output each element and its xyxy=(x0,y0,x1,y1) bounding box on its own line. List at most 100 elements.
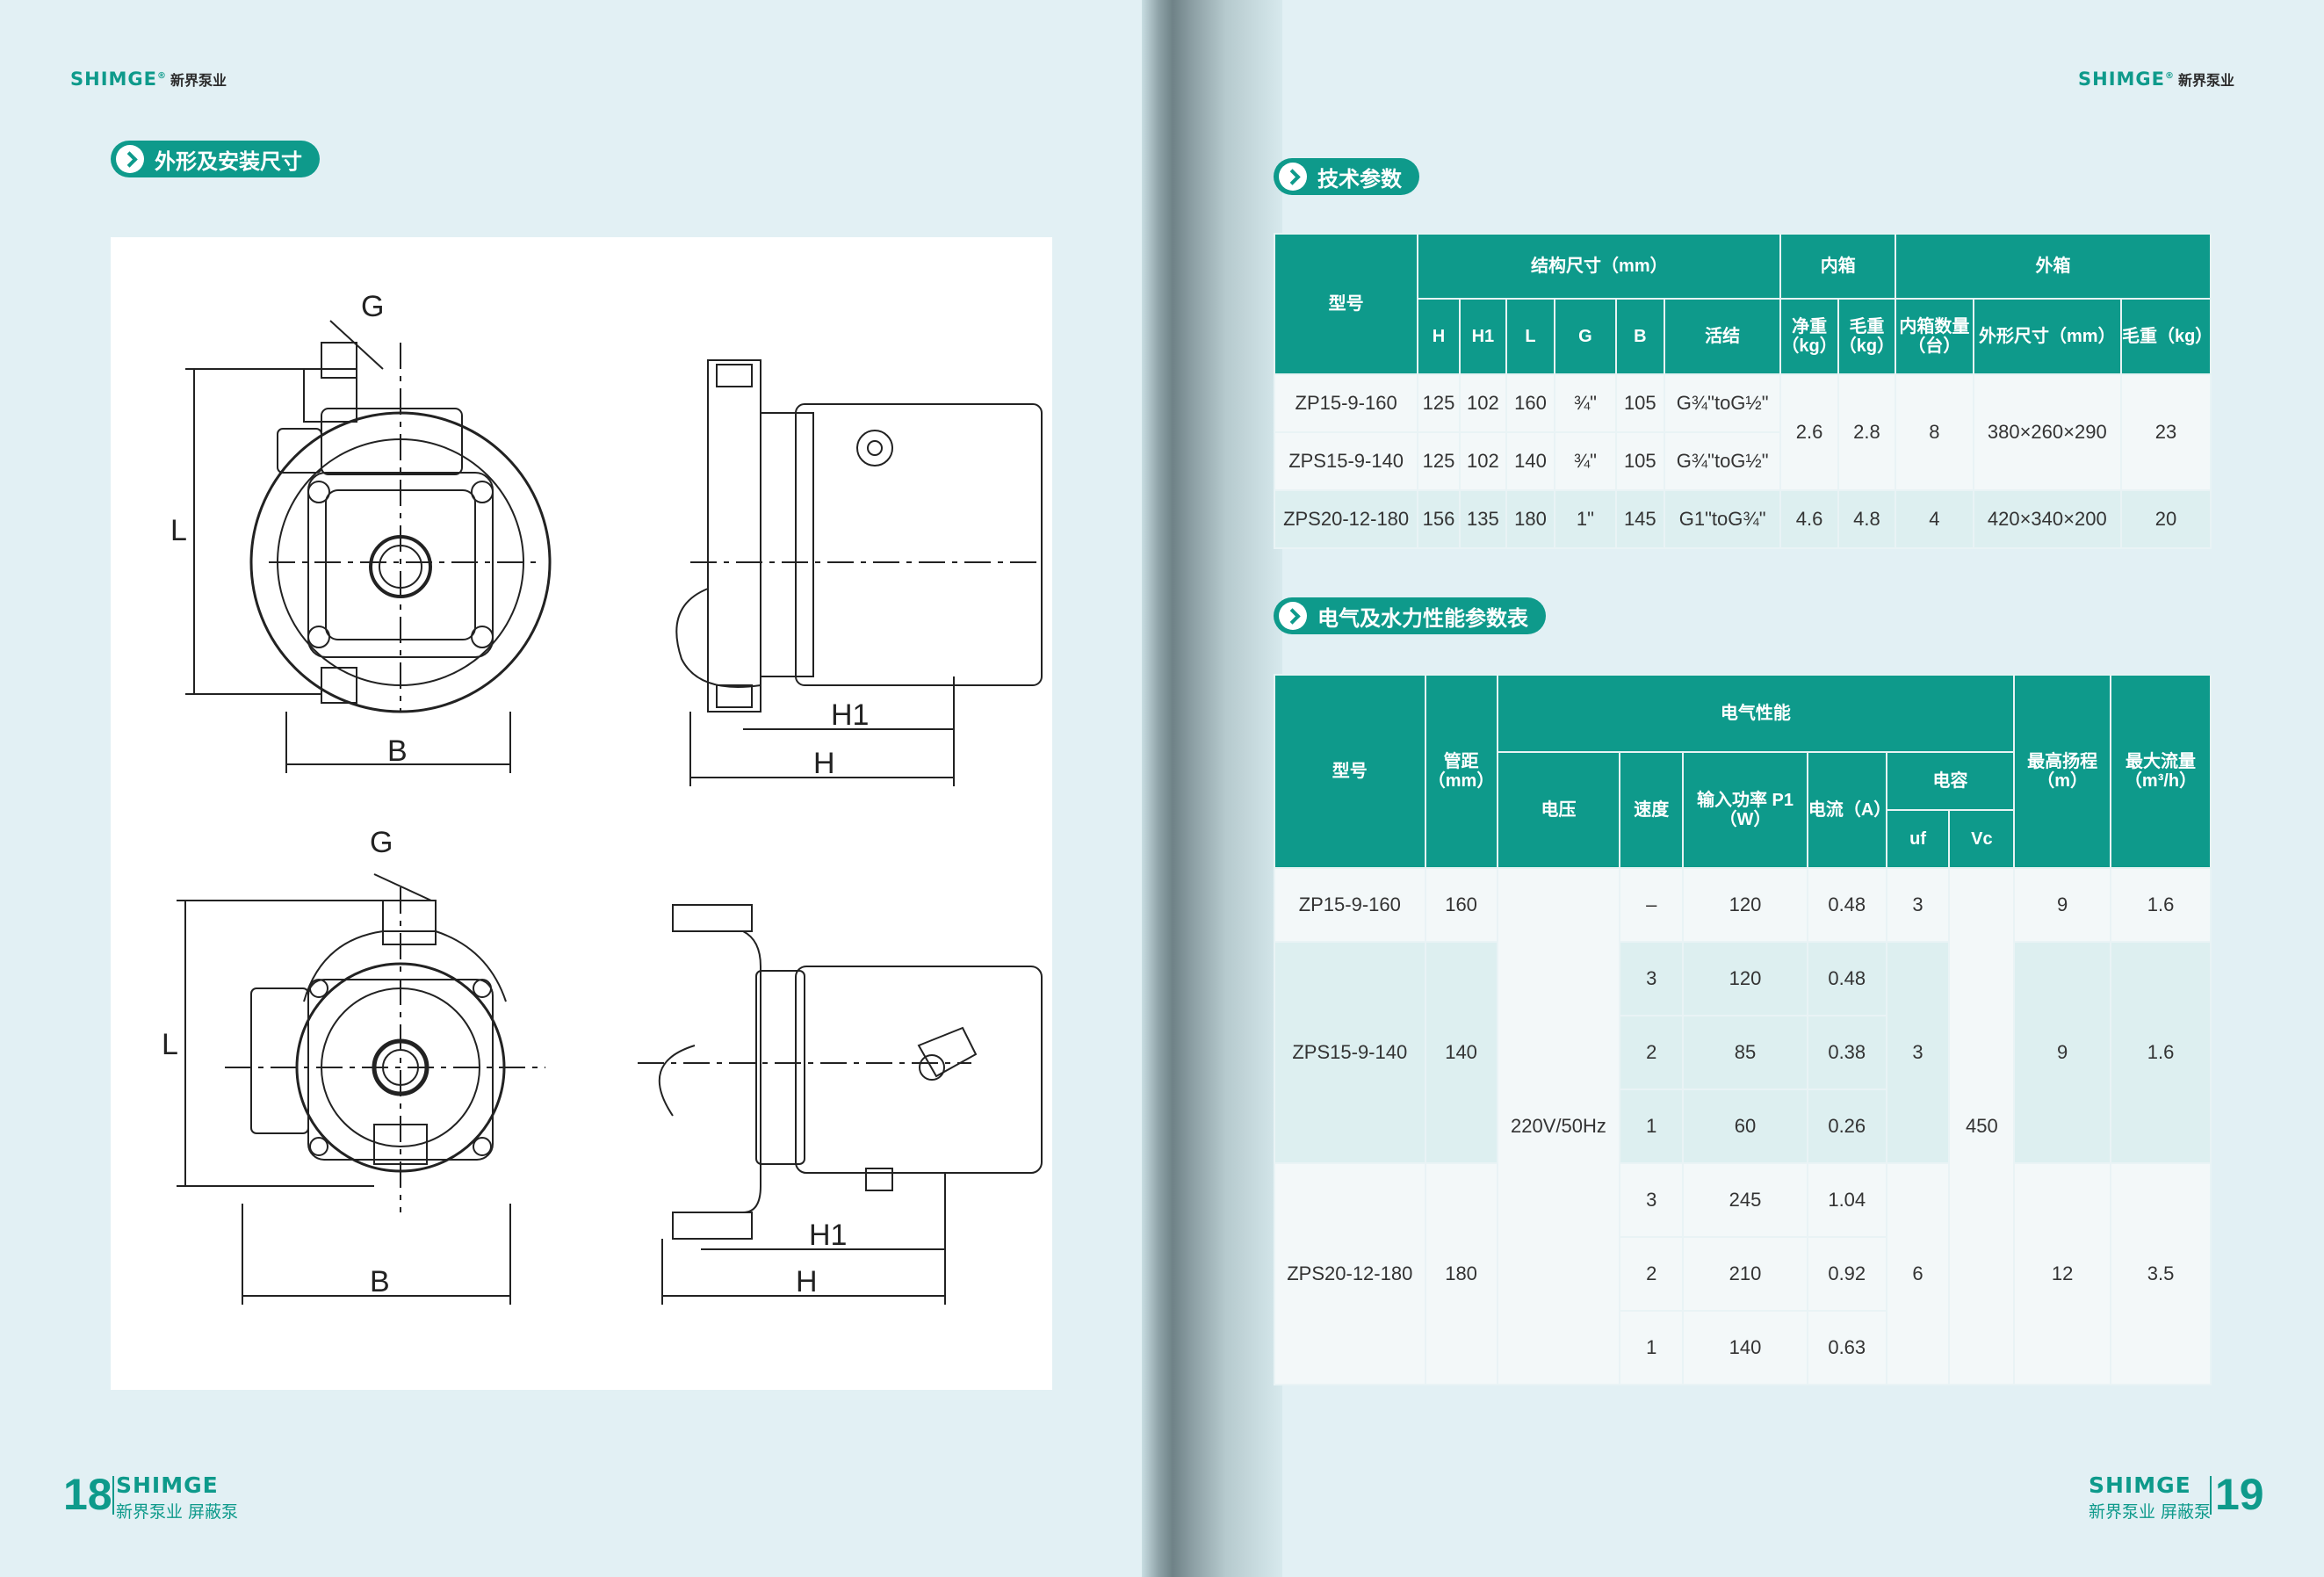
th-union: 活结 xyxy=(1663,298,1782,375)
cell-uf: 3 xyxy=(1885,867,1951,943)
cell-dim: 420×340×200 xyxy=(1972,489,2122,549)
cell-dim: 380×260×290 xyxy=(1972,373,2122,491)
performance-table: 型号 管距（mm） 电气性能 最高扬程（m） 最大流量（m³/h） 电压 速度 … xyxy=(1274,674,2212,1385)
cell-current: 0.48 xyxy=(1806,867,1887,943)
dim-label-h-2: H xyxy=(796,1265,818,1298)
th-outer: 外箱 xyxy=(1895,233,2212,300)
cell-pitch: 160 xyxy=(1424,867,1498,943)
cell-speed: 2 xyxy=(1619,1015,1685,1090)
th-model: 型号 xyxy=(1273,233,1419,375)
pump-dimension-drawings: G L B H1 H G L B H1 H xyxy=(162,290,1043,1305)
cell-b: 145 xyxy=(1614,489,1665,549)
cell-g: ¾" xyxy=(1554,373,1617,433)
chevron-right-icon xyxy=(116,145,144,173)
cell-gross2: 23 xyxy=(2119,373,2212,491)
cell-uf: 3 xyxy=(1885,941,1951,1164)
installation-drawing-panel: G L B H1 H G L B H1 H xyxy=(111,237,1052,1390)
th-dim: 外形尺寸（mm） xyxy=(1972,298,2122,375)
cell-speed: 1 xyxy=(1619,1089,1685,1164)
dim-label-h-1: H xyxy=(813,747,835,780)
cell-net: 4.6 xyxy=(1779,489,1839,549)
section-title-text: 电气及水力性能参数表 xyxy=(1317,605,1528,631)
table-row: ZPS20-12-180 180 3 245 1.04 6 12 3.5 xyxy=(1274,1162,2212,1385)
dim-label-g-1: G xyxy=(361,290,384,323)
cell-l: 160 xyxy=(1505,373,1556,433)
cell-pitch: 140 xyxy=(1424,941,1498,1164)
cell-power: 85 xyxy=(1682,1015,1808,1090)
th-uf: uf xyxy=(1885,809,1951,869)
cell-h1: 102 xyxy=(1458,373,1507,433)
dim-label-b-2: B xyxy=(370,1265,390,1298)
chevron-right-icon xyxy=(1279,602,1307,630)
th-pitch: 管距（mm） xyxy=(1424,674,1498,869)
cell-speed: 3 xyxy=(1619,1162,1685,1238)
cell-power: 120 xyxy=(1682,941,1808,1016)
th-net: 净重（kg） xyxy=(1779,298,1839,375)
th-flow: 最大流量（m³/h） xyxy=(2110,674,2212,869)
cell-current: 0.92 xyxy=(1806,1236,1887,1312)
footer-divider-left xyxy=(112,1476,114,1515)
th-capacitor: 电容 xyxy=(1885,751,2016,811)
th-qty: 内箱数量（台） xyxy=(1895,298,1974,375)
dim-label-g-2: G xyxy=(370,826,393,859)
cell-gross: 4.8 xyxy=(1837,489,1897,549)
cell-h: 156 xyxy=(1417,489,1461,549)
cell-g: 1" xyxy=(1554,489,1617,549)
th-current: 电流（A） xyxy=(1806,751,1891,869)
section-title-tech: 技术参数 xyxy=(1274,158,1419,195)
cell-vc: 450 xyxy=(1948,867,2016,1385)
cell-qty: 8 xyxy=(1895,373,1974,491)
th-voltage: 电压 xyxy=(1496,751,1621,869)
cell-current: 0.26 xyxy=(1806,1089,1887,1164)
cell-speed: 1 xyxy=(1619,1310,1685,1385)
cell-model: ZP15-9-160 xyxy=(1274,867,1426,943)
cell-pitch: 180 xyxy=(1424,1162,1498,1385)
table-row: ZPS15-9-140 140 3 120 0.48 3 9 1.6 xyxy=(1274,941,2212,1164)
cell-current: 0.38 xyxy=(1806,1015,1887,1090)
cell-model: ZPS15-9-140 xyxy=(1273,431,1419,491)
footer-sub-left: 新界泵业 屏蔽泵 xyxy=(116,1502,239,1522)
th-head: 最高扬程（m） xyxy=(2013,674,2112,869)
cell-power: 210 xyxy=(1682,1236,1808,1312)
footer-brand-right: SHIMGE xyxy=(2089,1472,2191,1498)
cell-head: 9 xyxy=(2013,941,2112,1164)
th-l: L xyxy=(1505,298,1556,375)
brand-logo-right: SHIMGE®新界泵业 xyxy=(2078,69,2234,90)
cell-head: 9 xyxy=(2013,867,2112,943)
cell-b: 105 xyxy=(1614,431,1665,491)
th-b: B xyxy=(1614,298,1665,375)
cell-h: 125 xyxy=(1417,431,1461,491)
page-number-right: 19 xyxy=(2215,1470,2264,1519)
table-row: ZP15-9-160 125 102 160 ¾" 105 G¾"toG½" 2… xyxy=(1273,373,2212,491)
tech-params-table: 型号 结构尺寸（mm） 内箱 外箱 H H1 L G B 活结 净重（kg） 毛… xyxy=(1273,233,2212,549)
cell-l: 180 xyxy=(1505,489,1556,549)
cell-current: 1.04 xyxy=(1806,1162,1887,1238)
th-inner: 内箱 xyxy=(1779,233,1897,300)
pump-front-view-2 xyxy=(177,873,545,1305)
cell-h1: 102 xyxy=(1458,431,1507,491)
brand-logo-left: SHIMGE®新界泵业 xyxy=(70,69,227,90)
cell-power: 140 xyxy=(1682,1310,1808,1385)
cell-model: ZPS20-12-180 xyxy=(1273,489,1419,549)
cell-union: G¾"toG½" xyxy=(1663,373,1782,433)
th-g: G xyxy=(1554,298,1617,375)
cell-net: 2.6 xyxy=(1779,373,1839,491)
dim-label-l-1: L xyxy=(170,514,187,547)
section-title-text: 技术参数 xyxy=(1317,166,1402,192)
cell-power: 245 xyxy=(1682,1162,1808,1238)
cell-voltage: 220V/50Hz xyxy=(1496,867,1621,1385)
pump-side-view-1 xyxy=(675,359,1043,786)
th-speed: 速度 xyxy=(1619,751,1685,869)
table-row: 1 60 0.26 xyxy=(1274,1089,2211,1164)
cell-h: 125 xyxy=(1417,373,1461,433)
brand-name: SHIMGE xyxy=(70,69,157,90)
dim-label-b-1: B xyxy=(387,734,408,768)
table-row: 2 85 0.38 xyxy=(1274,1015,2211,1090)
dim-label-l-2: L xyxy=(162,1028,178,1061)
brand-mark: ® xyxy=(2165,71,2175,81)
cell-power: 60 xyxy=(1682,1089,1808,1164)
cell-model: ZPS15-9-140 xyxy=(1274,941,1426,1164)
th-power: 输入功率 P1（W） xyxy=(1682,751,1808,869)
book-spine xyxy=(1142,0,1282,1577)
dim-label-h1-2: H1 xyxy=(809,1219,847,1252)
